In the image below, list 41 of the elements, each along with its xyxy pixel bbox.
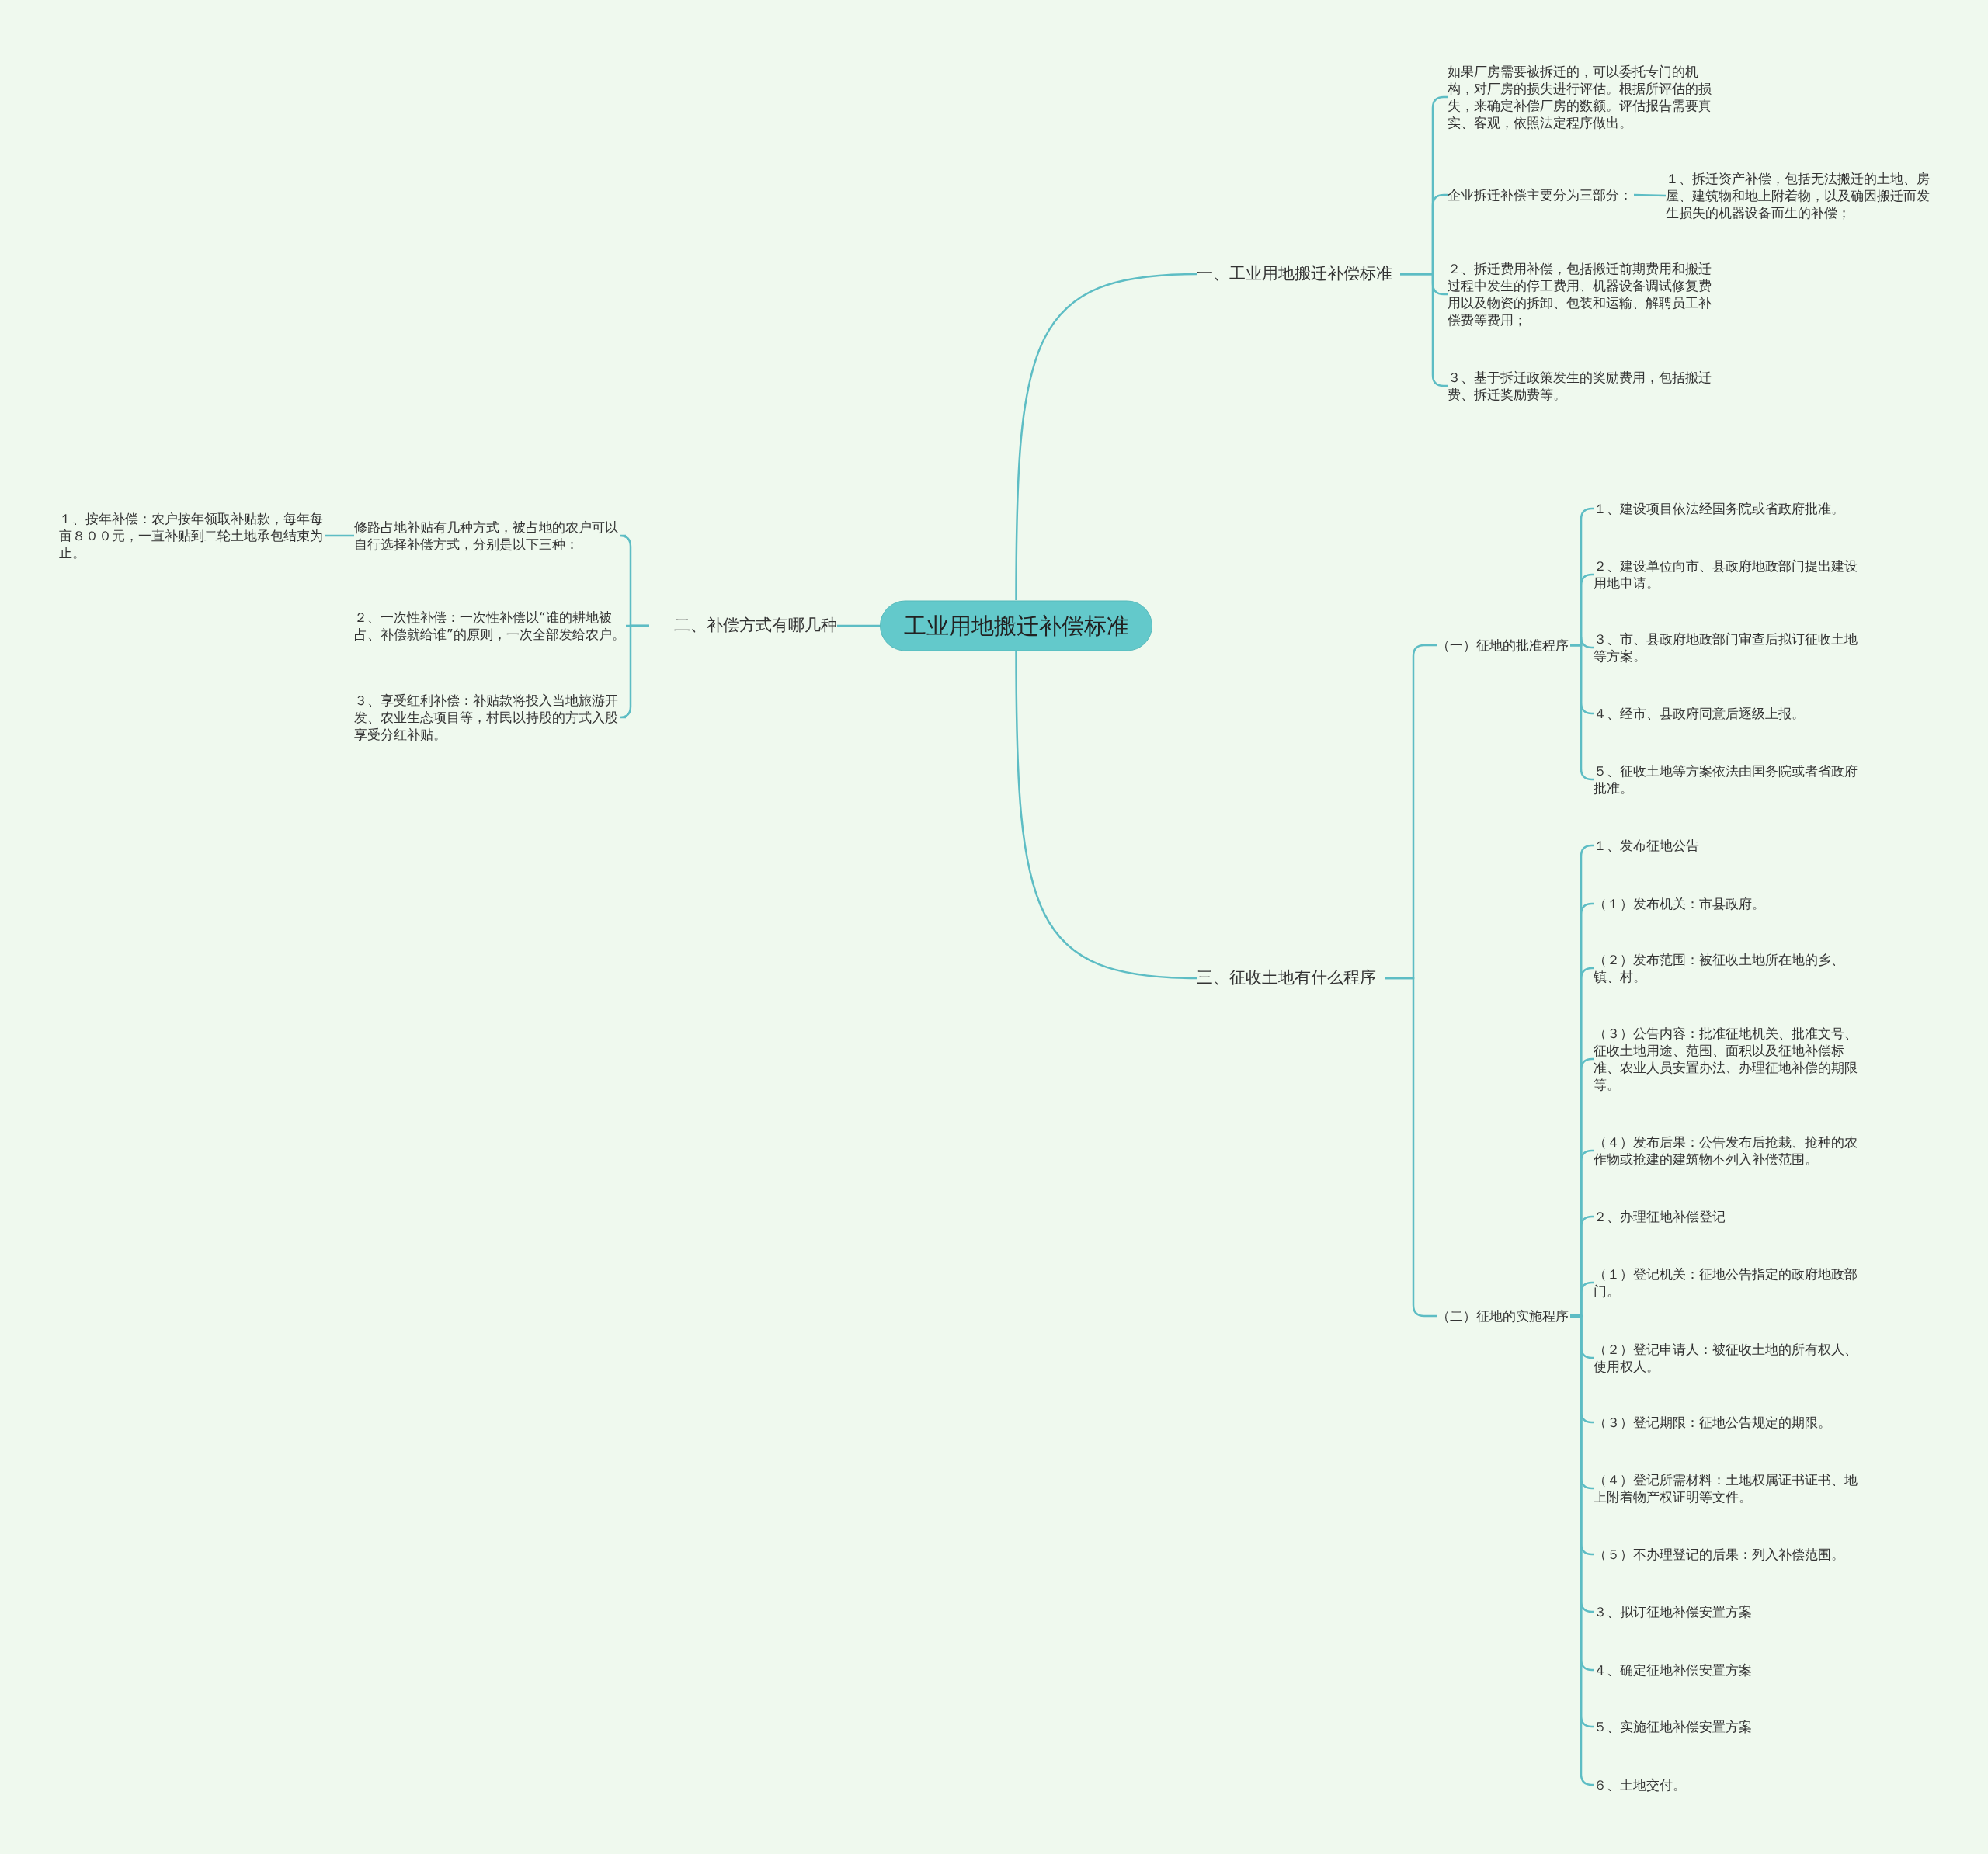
item-text: ２、办理征地补偿登记	[1594, 1207, 1869, 1226]
subtopic-text: （一）征地的批准程序	[1437, 636, 1570, 654]
connector-line	[325, 534, 354, 537]
item-text: ２、拆迁费用补偿，包括搬迁前期费用和搬迁过程中发生的停工费用、机器设备调试修复费用以及物资的拆卸、包装和运输、解聘员工补偿费等费用；	[1448, 259, 1719, 329]
item-text: 如果厂房需要被拆迁的，可以委托专门的机构，对厂房的损失进行评估。根据所评估的损失，来确定补偿厂房的数额。评估报告需要真实、客观，依照法定程序做出。	[1448, 62, 1719, 132]
item-text: ３、市、县政府地政部门审查后拟订征收土地等方案。	[1594, 630, 1869, 665]
item-text: ２、一次性补偿：一次性补偿以“谁的耕地被占、补偿就给谁”的原则，一次全部发给农户。	[354, 608, 626, 644]
item-text: ５、实施征地补偿安置方案	[1594, 1717, 1869, 1736]
item-text: （５）不办理登记的后果：列入补偿范围。	[1594, 1545, 1869, 1564]
item-text: １、建设项目依法经国务院或省政府批准。	[1594, 499, 1869, 518]
subtopic-text: 企业拆迁补偿主要分为三部分：	[1448, 186, 1634, 204]
item-text: （３）登记期限：征地公告规定的期限。	[1594, 1413, 1869, 1432]
item-text: ２、建设单位向市、县政府地政部门提出建设用地申请。	[1594, 557, 1869, 592]
item-text: ３、基于拆迁政策发生的奖励费用，包括搬迁费、拆迁奖励费等。	[1448, 368, 1719, 404]
item-text: ４、经市、县政府同意后逐级上报。	[1594, 704, 1869, 723]
item-text: （３）公告内容：批准征地机关、批准文号、征收土地用途、范围、面积以及征地补偿标准、农业人员安置办法、办理征地补偿的期限等。	[1594, 1024, 1869, 1094]
item-text: ５、征收土地等方案依法由国务院或者省政府批准。	[1594, 762, 1869, 797]
connector-line	[1633, 193, 1667, 197]
branch-topic-text: 二、补偿方式有哪几种	[649, 615, 837, 637]
item-text: ３、拟订征地补偿安置方案	[1594, 1602, 1869, 1621]
item-text: ４、确定征地补偿安置方案	[1594, 1661, 1869, 1679]
item-text: （１）发布机关：市县政府。	[1594, 894, 1869, 913]
item-text: （４）登记所需材料：土地权属证书证书、地上附着物产权证明等文件。	[1594, 1470, 1869, 1506]
connector-line	[1015, 651, 1197, 980]
item-text: （２）登记申请人：被征收土地的所有权人、使用权人。	[1594, 1340, 1869, 1376]
branch-topic-text: 三、征收土地有什么程序	[1197, 967, 1385, 989]
item-text: １、拆迁资产补偿，包括无法搬迁的土地、房屋、建筑物和地上附着物，以及确因搬迁而发生损失的机器设备而生的补偿；	[1666, 169, 1938, 222]
item-text: ３、享受红利补偿：补贴款将投入当地旅游开发、农业生态项目等，村民以持股的方式入股享受分红补贴。	[354, 691, 626, 744]
subtopic-text: 修路占地补贴有几种方式，被占地的农户可以自行选择补偿方式，分别是以下三种：	[354, 518, 626, 554]
item-text: （４）发布后果：公告发布后抢栽、抢种的农作物或抢建的建筑物不列入补偿范围。	[1594, 1133, 1869, 1168]
item-text: １、发布征地公告	[1594, 836, 1869, 855]
connector-line	[1570, 644, 1594, 781]
connector-line	[1015, 273, 1197, 600]
item-text: （１）登记机关：征地公告指定的政府地政部门。	[1594, 1265, 1869, 1300]
connector-line	[837, 624, 880, 627]
item-text: （２）发布范围：被征收土地所在地的乡、镇、村。	[1594, 950, 1869, 986]
subtopic-text: （二）征地的实施程序	[1437, 1307, 1570, 1325]
branch-topic-text: 一、工业用地搬迁补偿标准	[1197, 263, 1400, 285]
item-text: ６、土地交付。	[1594, 1776, 1869, 1794]
item-text: １、按年补偿：农户按年领取补贴款，每年每亩８００元，一直补贴到二轮土地承包结束为止。	[59, 509, 325, 562]
central-topic-box: 工业用地搬迁补偿标准	[880, 600, 1152, 651]
